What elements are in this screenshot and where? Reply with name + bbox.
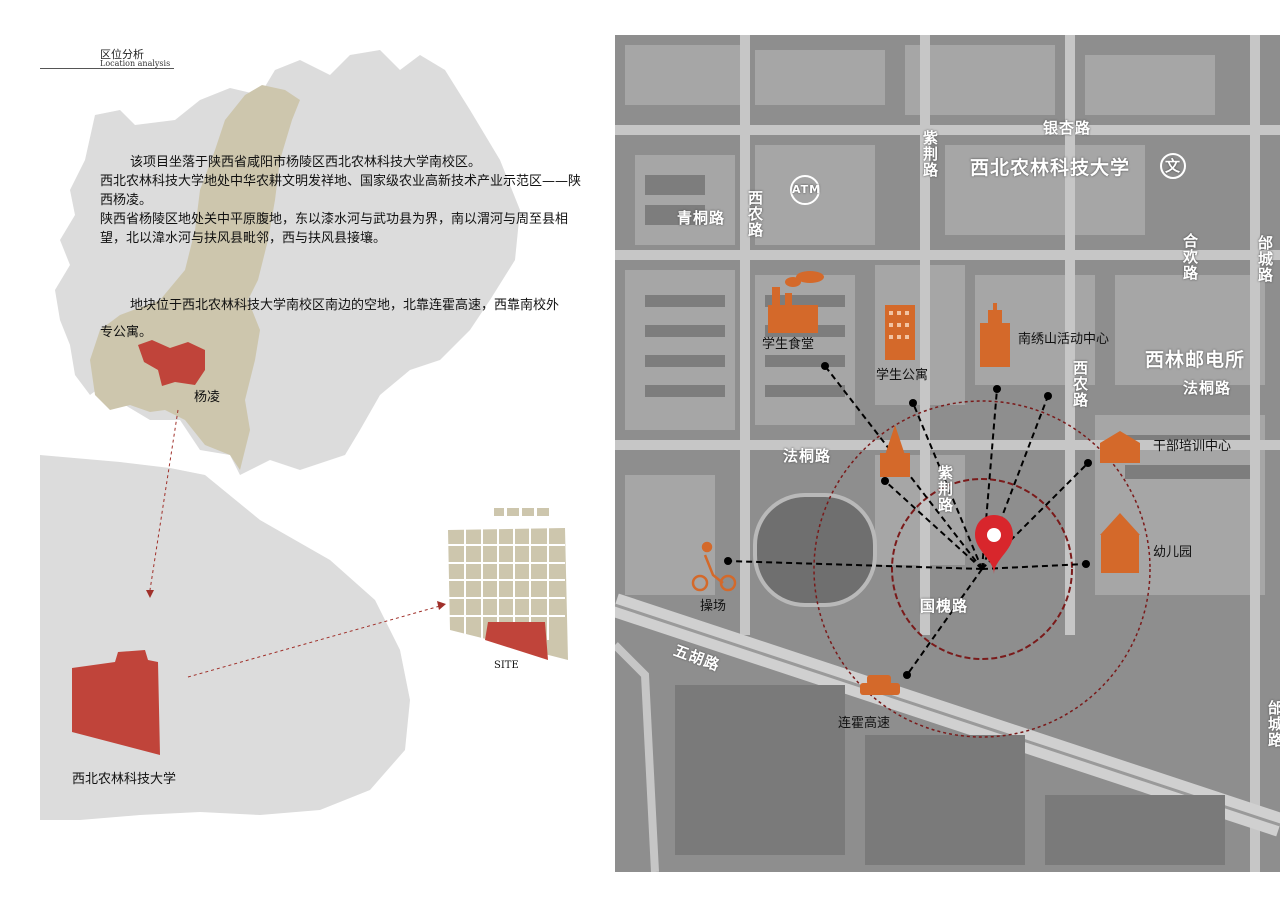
site-highlight [485, 622, 548, 660]
campus-label: 西北农林科技大学 [72, 772, 177, 787]
section-title: 区位分析 [100, 48, 144, 61]
road-label-fatong-right: 法桐路 [1183, 379, 1232, 397]
connector-arrow-2 [437, 601, 446, 610]
university-label: 西北农林科技大学 [970, 157, 1131, 179]
connector-arrow-1 [146, 590, 154, 598]
road-label-bang2: 邰城路 [1266, 700, 1280, 748]
bicycle-icon [691, 541, 737, 592]
region-label: 杨凌 [194, 390, 221, 405]
highrise-icon [980, 303, 1010, 367]
poi-training-center: 干部培训中心 [1153, 439, 1232, 454]
poi-canteen: 学生食堂 [762, 337, 815, 352]
road-label-qingtong: 青桐路 [677, 209, 726, 227]
aerial-map: 银杏路 西北农林科技大学 文 ATM 青桐路 西农路 紫荆路 合欢路 邰城路 西… [615, 35, 1280, 872]
road-label-xinong2: 西农路 [1071, 360, 1089, 408]
post-office-label: 西林邮电所 [1145, 349, 1246, 371]
aerial-map-graphics [615, 35, 1280, 872]
connector-line-2 [187, 605, 441, 678]
road-label-xinong: 西农路 [746, 190, 764, 238]
project-description: 该项目坐落于陕西省咸阳市杨陵区西北农林科技大学南校区。 西北农林科技大学地处中华… [100, 153, 590, 248]
poi-highway: 连霍高速 [838, 716, 891, 731]
section-subtitle: Location analysis [100, 59, 171, 68]
car-icon [860, 675, 900, 695]
poi-dorm: 学生公寓 [876, 368, 929, 383]
road-label-yinxing: 银杏路 [1043, 119, 1092, 137]
kindergarten-icon [1100, 513, 1140, 573]
road-label-zihua: 紫荆路 [936, 465, 954, 513]
yangling-highlight [138, 340, 205, 386]
title-rule [40, 68, 174, 69]
road-label-heihuan: 合欢路 [1181, 233, 1199, 281]
poi-activity-center: 南绣山活动中心 [1018, 332, 1110, 347]
site-label: SITE [494, 660, 519, 671]
poi-kindergarten: 幼儿园 [1153, 545, 1193, 560]
factory-icon [768, 271, 824, 333]
connector-line-1 [149, 409, 179, 591]
poi-playground: 操场 [700, 599, 727, 614]
location-map [40, 50, 568, 820]
university-icon: 文 [1160, 153, 1186, 179]
road-label-zizhu: 紫荆路 [921, 130, 939, 178]
campus-highlight [72, 650, 160, 755]
road-label-fatong-left: 法桐路 [783, 447, 832, 465]
road-label-bang: 邰城路 [1256, 235, 1274, 283]
location-pin-icon [975, 515, 1013, 574]
site-note: 地块位于西北农林科技大学南校区南边的空地，北靠连霍高速，西靠南校外专公寓。 [100, 298, 560, 340]
house-training-icon [1100, 431, 1140, 463]
intro-paragraph-2: 西北农林科技大学地处中华农耕文明发祥地、国家级农业高新技术产业示范区——陕西杨凌… [100, 174, 582, 208]
tower-icon [885, 305, 915, 360]
county-shape [40, 455, 410, 820]
atm-icon: ATM [790, 175, 820, 205]
intro-paragraph-3: 陕西省杨陵区地处关中平原腹地，东以漆水河与武功县为界，南以渭河与周至县相望，北以… [100, 212, 569, 246]
road-label-guohuai: 国槐路 [920, 597, 969, 615]
intro-paragraph-1: 该项目坐落于陕西省咸阳市杨陵区西北农林科技大学南校区。 [130, 155, 482, 170]
site-block-plan [448, 508, 568, 660]
church-icon [880, 425, 910, 477]
yangling-region [90, 85, 300, 470]
